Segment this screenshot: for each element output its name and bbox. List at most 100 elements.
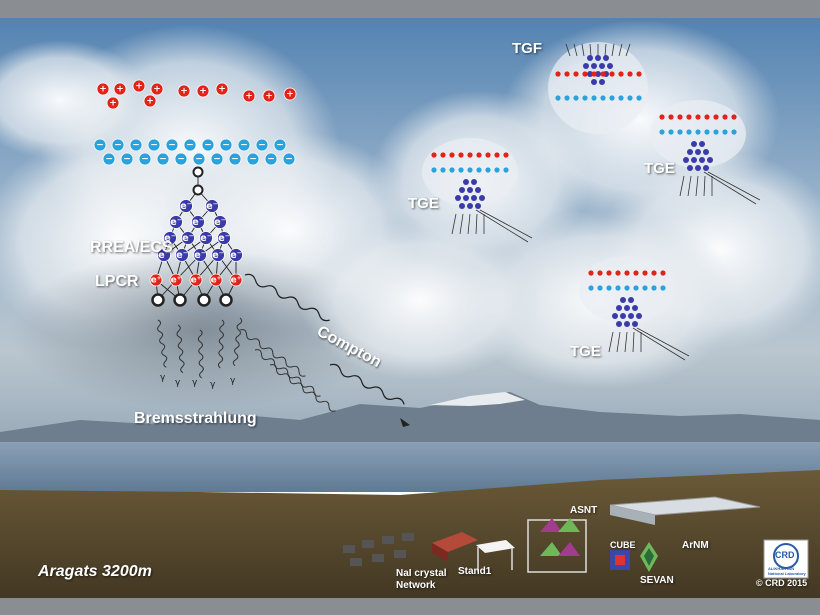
positive-charge-symbol: + [286,90,294,100]
mini-negative-charge [627,95,633,101]
positive-charge-symbol: + [180,87,188,97]
negative-charge-symbol: − [222,141,230,151]
mini-shower-line [624,331,628,353]
mini-positive-charge [440,152,446,158]
detector-asnt [527,518,587,573]
electron [229,248,243,262]
top-frame [0,0,820,18]
electron [157,248,171,262]
electron-symbol: e⁻ [194,250,206,261]
mini-positive-charge [494,152,500,158]
mini-electron [703,165,709,171]
compton-photon-path [329,363,405,405]
detector-stand1 [432,532,515,572]
mini-shower-line [581,43,585,57]
gamma-symbol: γ [230,376,236,386]
bremsstrahlung-photon-path [254,349,321,397]
negative-charge-symbol: − [123,155,131,165]
negative-charge-symbol: − [231,155,239,165]
mini-electron [624,305,630,311]
cube-label: CUBE [610,540,636,550]
negative-charge [282,152,296,166]
mini-positive-charge [600,71,606,77]
mini-shower-line [625,43,631,57]
electron-symbol: e⁻ [212,250,224,261]
negative-charge-symbol: − [114,141,122,151]
mini-negative-charge [668,129,674,135]
mini-electron [691,157,697,163]
mini-electron [467,187,473,193]
positive-charge [262,89,276,103]
positive-charge-symbol: + [218,85,226,95]
mini-electron [683,157,689,163]
mini-negative-charge [606,285,612,291]
mini-positive-charge [597,270,603,276]
positron-symbol: e⁺ [211,276,222,286]
mini-negative-charge [485,167,491,173]
mini-negative-charge [597,285,603,291]
mini-electron [607,63,613,69]
mini-positive-charge [555,71,561,77]
mini-electron [471,179,477,185]
mini-electron [459,203,465,209]
positron [169,273,183,287]
gamma-symbol: γ [160,373,166,383]
positive-charge [150,82,164,96]
nai-label-line1: NaI crystal [396,568,447,579]
mini-electron [475,203,481,209]
gamma-symbol: γ [210,380,216,390]
negative-charge [120,152,134,166]
negative-charge [237,138,251,152]
mini-shower-line [479,209,533,239]
electron-symbol: e⁻ [164,233,176,244]
positive-charge [113,82,127,96]
crd-logo [763,539,809,579]
positive-charge [143,94,157,108]
mini-electron [479,195,485,201]
electron-symbol: e⁻ [158,250,170,261]
mini-positive-charge [731,114,737,120]
positron [189,273,203,287]
mini-shower-line [573,43,578,57]
mini-electron [628,297,634,303]
positron-symbol: e⁺ [231,276,242,286]
mini-shower-line [565,43,571,57]
gamma-photon-path [157,319,168,368]
mini-diagrams [422,42,761,361]
sevan-label: SEVAN [640,575,674,586]
mini-shower-line [703,175,706,197]
positive-charge [283,87,297,101]
mini-electron [587,55,593,61]
positive-charge [215,82,229,96]
mini-diagram-tgf [548,42,648,134]
seed-electron [192,184,204,196]
negative-charge [219,138,233,152]
negative-charge-symbol: − [249,155,257,165]
mini-negative-charge [713,129,719,135]
mini-negative-charge [704,129,710,135]
mini-electron [691,141,697,147]
mini-negative-charge [467,167,473,173]
mini-electron [455,195,461,201]
negative-charge-symbol: − [258,141,266,151]
mini-electron [587,71,593,77]
mini-negative-charge [503,167,509,173]
mini-shower-line [451,213,457,235]
mini-positive-charge [659,114,665,120]
mini-shower-line [589,43,592,57]
mini-positive-charge [624,270,630,276]
mini-positive-charge [503,152,509,158]
mini-negative-charge [555,95,561,101]
mini-positive-charge [704,114,710,120]
positron [209,273,223,287]
mini-positive-charge [476,152,482,158]
mini-positive-charge [588,270,594,276]
mini-positive-charge [449,152,455,158]
negative-charge-symbol: − [141,155,149,165]
negative-charge-symbol: − [132,141,140,151]
electron-symbol: e⁻ [200,233,212,244]
location-label: Aragats 3200m [38,563,152,580]
positive-charge-symbol: + [146,97,154,107]
